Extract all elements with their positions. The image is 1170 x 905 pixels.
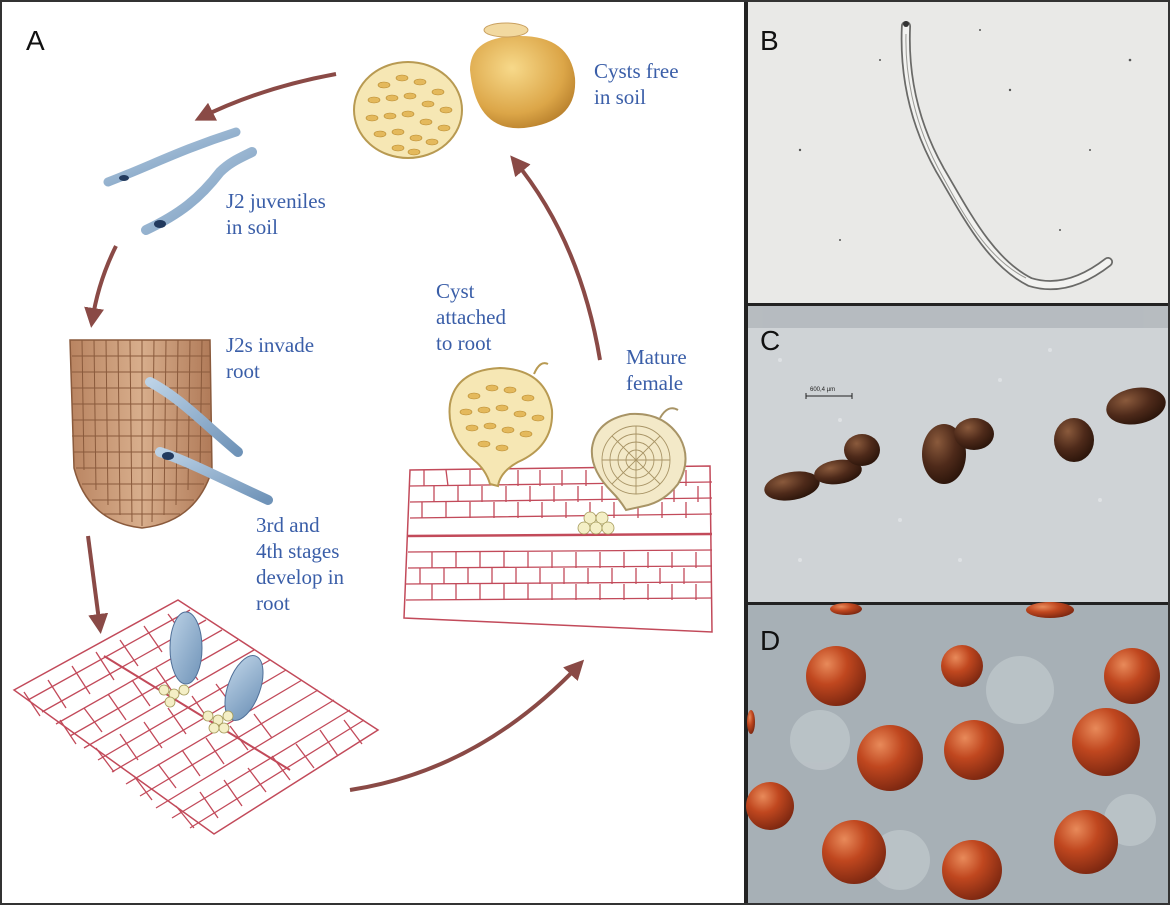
panel-a-letter: A (26, 25, 45, 56)
label-cyst-attached-line2: attached (436, 305, 506, 329)
label-j2-soil-line2: in soil (226, 215, 278, 239)
panel-d-letter: D (760, 625, 780, 656)
label-cyst-attached-line1: Cyst (436, 279, 475, 303)
label-stages-line4: root (256, 591, 290, 615)
label-mature-female-line1: Mature (626, 345, 687, 369)
label-mature-female-line2: female (626, 371, 683, 395)
label-cyst-attached-line3: to root (436, 331, 492, 355)
scale-bar-label: 600,4 µm (810, 387, 835, 393)
cyst-with-eggs-icon (354, 62, 462, 158)
label-cysts-free-line2: in soil (594, 85, 646, 109)
label-stages-line2: 4th stages (256, 539, 339, 563)
label-j2-invade-line2: root (226, 359, 260, 383)
panel-divider-cd (748, 602, 1170, 605)
label-stages-line1: 3rd and (256, 513, 320, 537)
panel-divider-bc (748, 303, 1170, 306)
label-j2-invade-line1: J2s invade (226, 333, 314, 357)
label-cysts-free-line1: Cysts free (594, 59, 679, 83)
label-stages-line3: develop in (256, 565, 345, 589)
label-j2-soil-line1: J2 juveniles (226, 189, 326, 213)
panel-b-letter: B (760, 25, 779, 56)
panel-c-letter: C (760, 325, 780, 356)
panel-divider-vertical (744, 0, 748, 905)
